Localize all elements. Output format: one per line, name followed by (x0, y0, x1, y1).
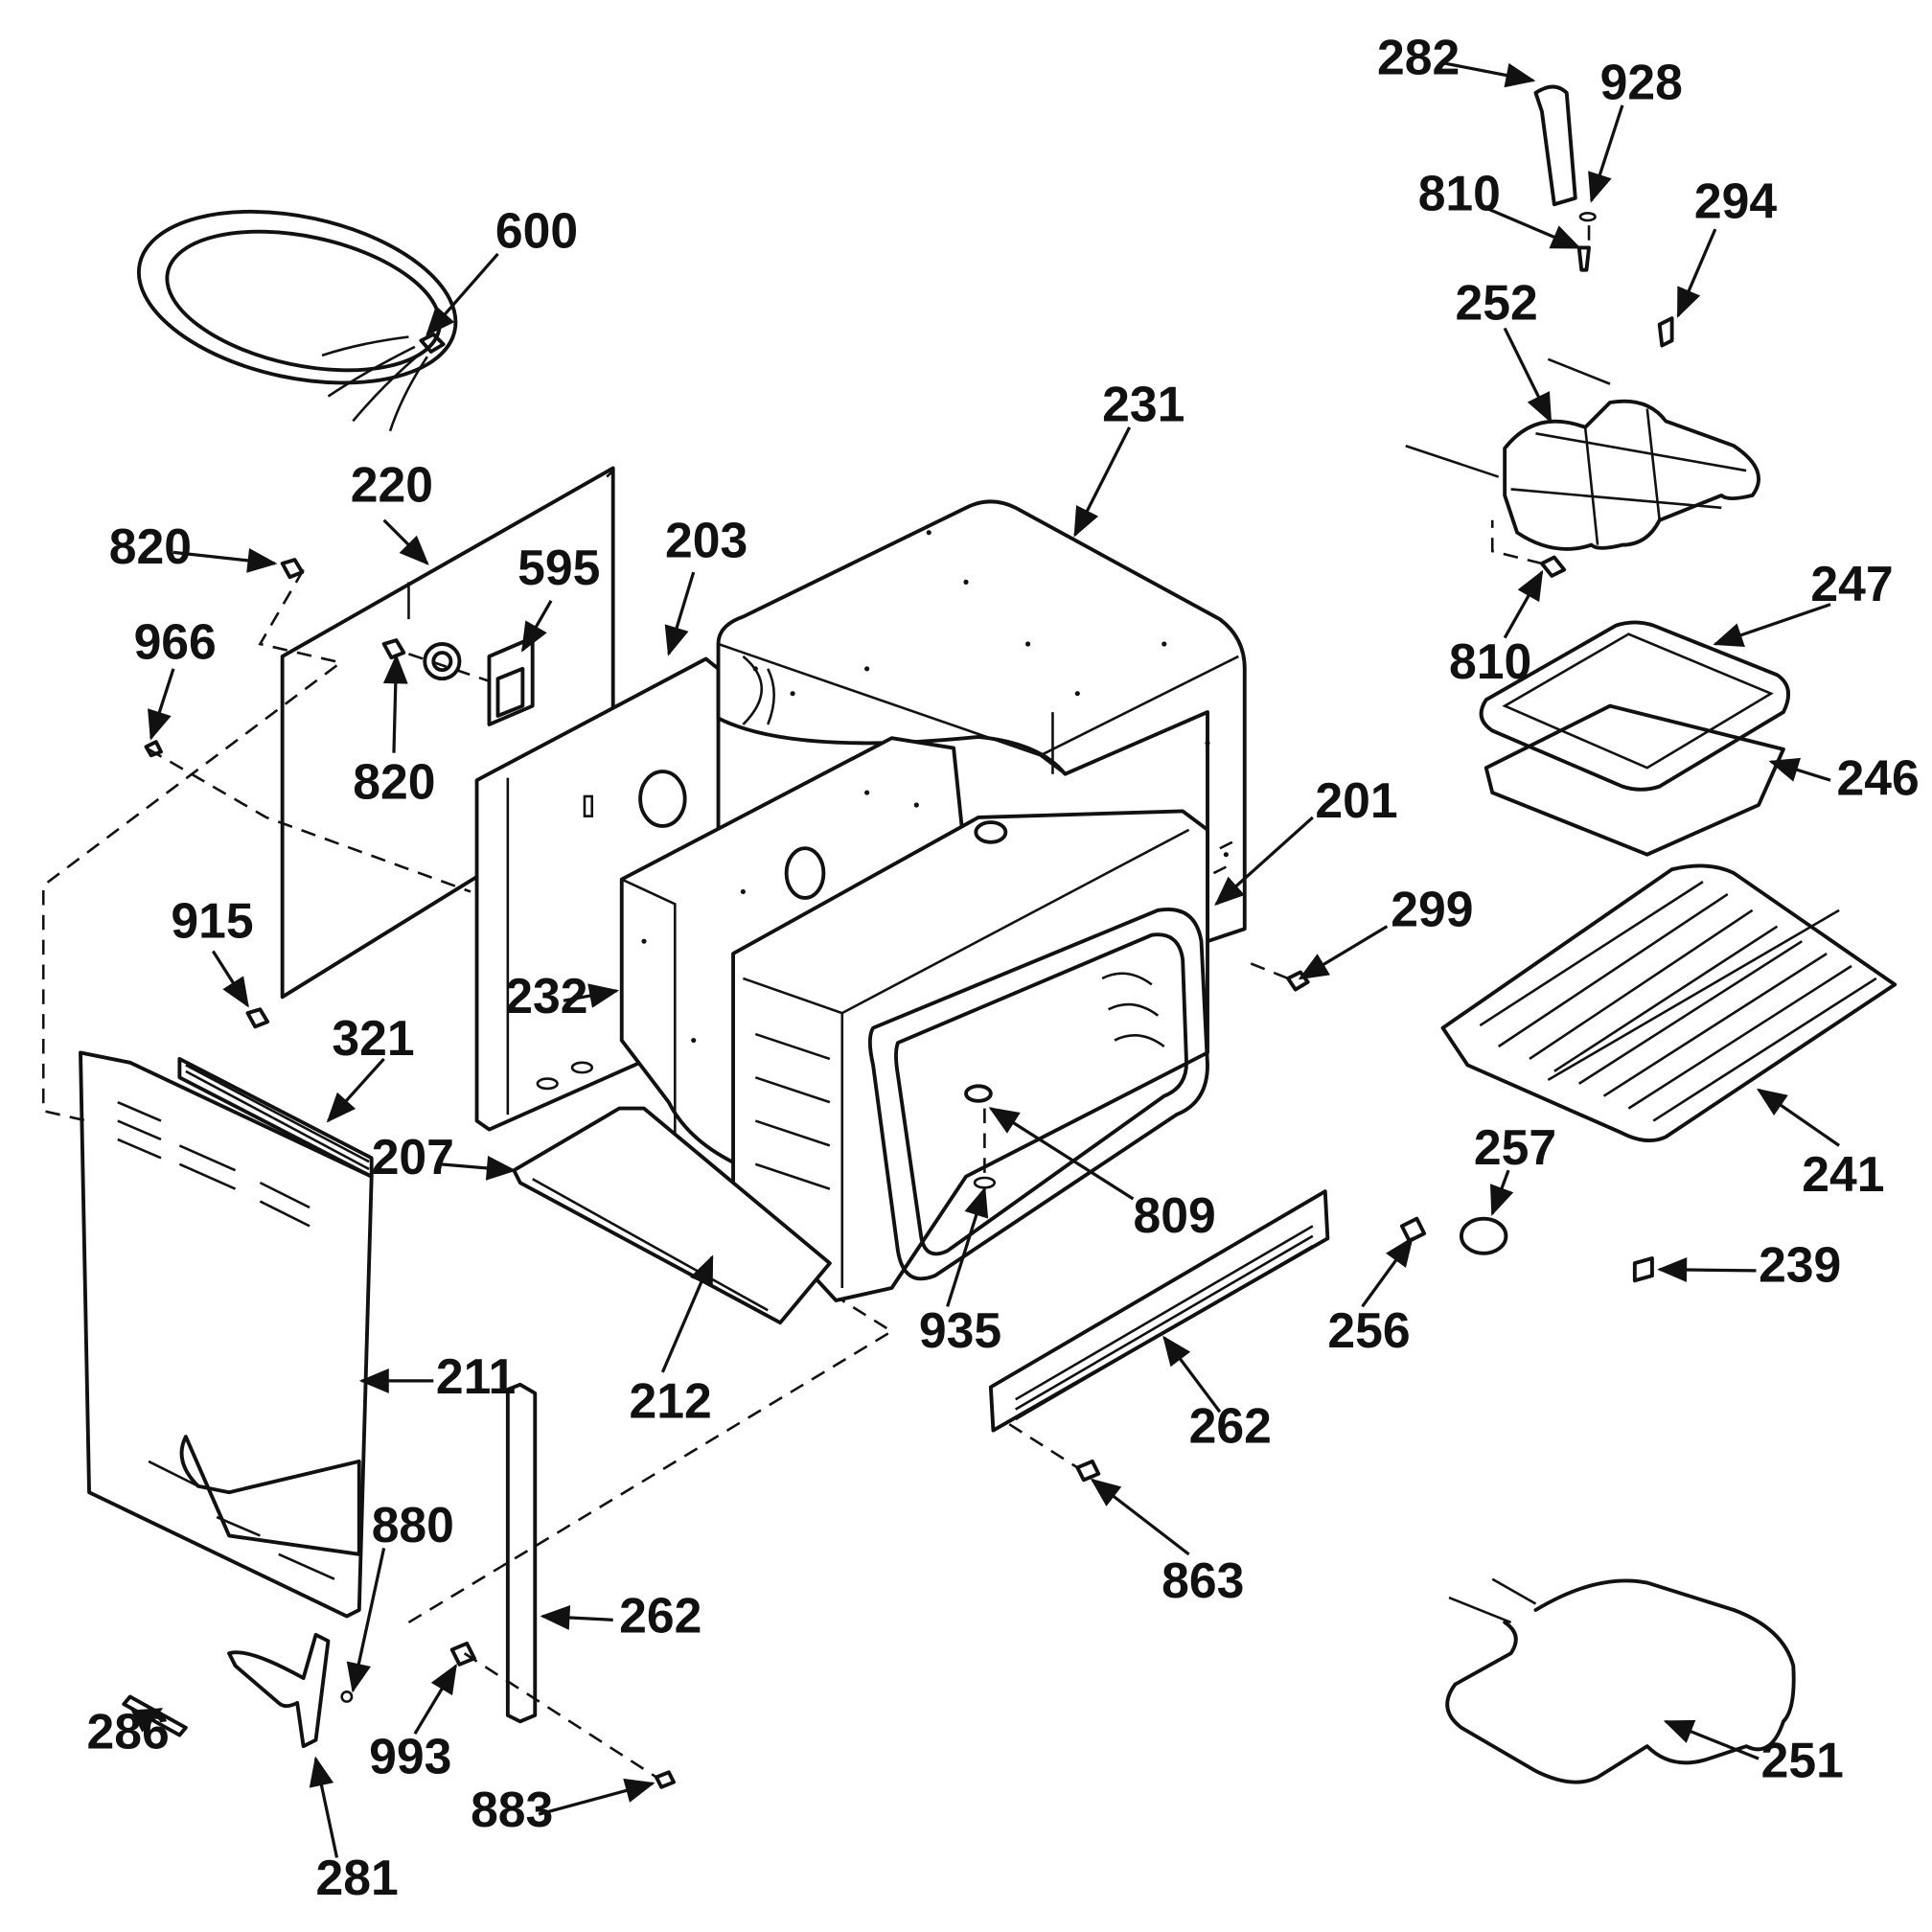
callout-211: 211 (436, 1348, 516, 1404)
callout-leaders (130, 61, 1840, 1858)
front-frame-part (79, 1050, 374, 1619)
callout-883: 883 (471, 1782, 553, 1837)
callout-820-lower: 820 (353, 754, 435, 810)
callout-809: 809 (1133, 1187, 1215, 1243)
callout-282: 282 (1377, 30, 1460, 85)
callout-262-kick: 262 (1189, 1398, 1272, 1454)
callout-600: 600 (495, 202, 578, 258)
callout-880: 880 (372, 1497, 454, 1552)
callout-810-mid: 810 (1449, 633, 1531, 689)
callout-294: 294 (1694, 172, 1777, 228)
callout-252: 252 (1455, 274, 1537, 330)
callout-232: 232 (505, 968, 587, 1024)
callout-212: 212 (629, 1373, 711, 1429)
callout-247: 247 (1810, 556, 1893, 611)
callout-810-top: 810 (1418, 166, 1501, 221)
callout-966: 966 (134, 614, 217, 670)
callout-262-trim: 262 (619, 1587, 702, 1643)
callout-256: 256 (1327, 1302, 1410, 1358)
callout-935: 935 (919, 1302, 1001, 1358)
callout-299: 299 (1391, 882, 1473, 937)
door-gasket-part (867, 908, 1209, 1281)
callout-207: 207 (372, 1129, 454, 1184)
oven-rack-part (1440, 863, 1898, 1142)
callout-595: 595 (518, 540, 600, 595)
broil-element-part (1405, 357, 1761, 551)
callout-239: 239 (1759, 1237, 1841, 1293)
outer-shell-part (716, 499, 1247, 944)
broiler-pan-part (1479, 620, 1791, 857)
callout-220: 220 (351, 456, 433, 512)
callout-labels: 600 282 928 810 294 252 810 247 246 220 … (86, 30, 1919, 1906)
callout-203: 203 (665, 513, 748, 568)
stipple-texture (641, 530, 1229, 1044)
callout-251: 251 (1761, 1732, 1844, 1787)
callout-257: 257 (1474, 1119, 1556, 1175)
callout-286: 286 (86, 1704, 169, 1760)
callout-231: 231 (1102, 376, 1184, 431)
bottom-pan-part (512, 1106, 832, 1325)
callout-241: 241 (1802, 1146, 1884, 1202)
assembly-dashed-lines (41, 225, 1591, 1779)
callout-863: 863 (1162, 1552, 1244, 1608)
callout-281: 281 (316, 1850, 399, 1905)
rear-panel-part (280, 466, 615, 1000)
callout-928: 928 (1600, 54, 1683, 109)
callout-915: 915 (171, 892, 253, 948)
callout-993: 993 (369, 1729, 451, 1784)
bake-element-part (1445, 1577, 1796, 1784)
kick-panel-part (988, 1189, 1330, 1433)
callout-201: 201 (1315, 772, 1397, 828)
power-cord-part (136, 209, 458, 432)
callout-246: 246 (1836, 750, 1919, 806)
callout-820-upper: 820 (109, 518, 192, 574)
callout-321: 321 (332, 1010, 414, 1066)
